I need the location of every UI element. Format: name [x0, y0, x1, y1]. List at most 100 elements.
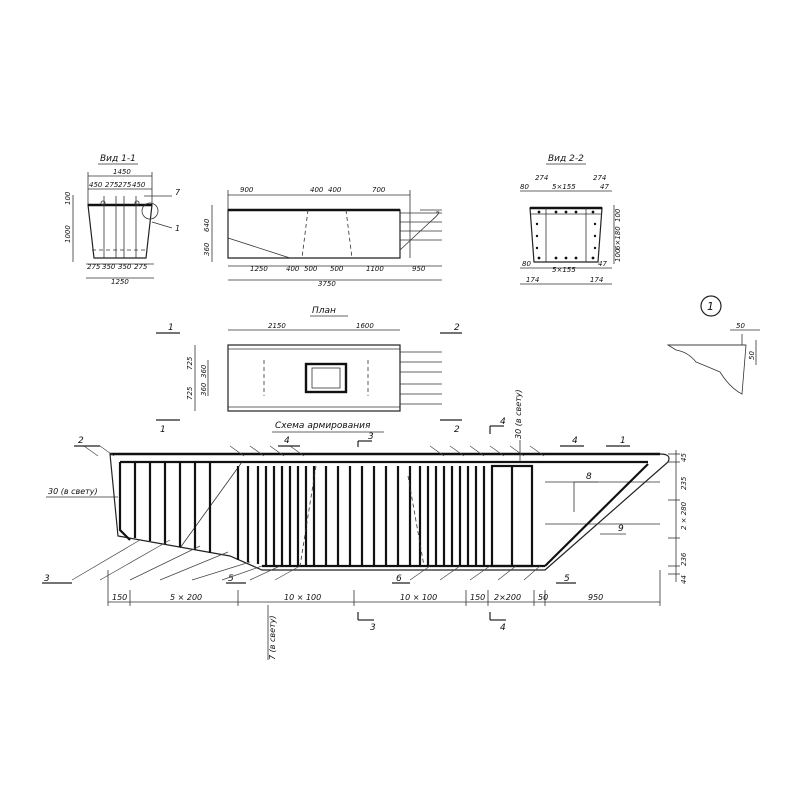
plan-dim-left-a: 725: [186, 356, 194, 370]
v2-dim-top-d: 5×155: [552, 183, 576, 191]
v2-dim-top-e: 47: [600, 183, 609, 191]
scheme-mark-5b: 5: [564, 574, 570, 584]
v1-mark-7: 7: [175, 188, 181, 197]
scheme-sec4-top: 4: [500, 417, 506, 427]
scheme-mark-3: 3: [44, 574, 50, 584]
scheme-dim-bot-a: 150: [112, 593, 127, 602]
scheme-dim-right-a: 45: [680, 453, 688, 462]
side-dim-top-a: 900: [240, 186, 254, 194]
view1-title: Вид 1-1: [100, 154, 136, 164]
stirrups-zone-a: [133, 462, 212, 553]
side-dim-left-a: 640: [203, 218, 211, 232]
v2-dim-bot-a: 80: [522, 260, 531, 268]
v2-dim-bot-b: 5×155: [552, 266, 576, 274]
plan-view: План 2150 1600 1 1 2 2 725 725 360 360: [156, 306, 462, 435]
plan-sec1-bot: 1: [160, 425, 166, 435]
v1-dim-bot-c: 350: [118, 263, 132, 271]
v2-dim-right-b: 6×180: [614, 226, 622, 250]
stirrups-zone-d: [418, 466, 486, 566]
scheme-dim-bot-d: 10 × 100: [400, 593, 437, 602]
scheme-mark-8: 8: [586, 472, 592, 482]
view-1-1: Вид 1-1 1450 450 275 275 450 100 1000 27…: [64, 154, 181, 286]
v1-dim-top-total: 1450: [113, 168, 131, 176]
side-dim-bot-e: 1100: [366, 265, 384, 273]
v1-dim-top-a: 450: [89, 181, 103, 189]
scheme-dim-bot-b: 5 × 200: [170, 593, 202, 602]
scheme-dim-bot-e: 150: [470, 593, 485, 602]
v1-dim-bot-total: 1250: [111, 278, 129, 286]
hatch-leaders: [71, 445, 545, 581]
v2-dim-top-a: 274: [535, 174, 548, 182]
v2-dim-top-b: 274: [593, 174, 606, 182]
v1-dim-left-a: 100: [64, 191, 72, 205]
plan-dim-top-b: 1600: [356, 322, 374, 330]
node-dim-a: 50: [736, 322, 745, 330]
scheme-clear-left: 30 (в свету): [48, 487, 98, 496]
plan-dim-top-a: 2150: [268, 322, 286, 330]
side-dim-bot-d: 500: [330, 265, 344, 273]
scheme-mark-4b: 4: [572, 436, 578, 446]
plan-sec2-bot: 2: [454, 425, 460, 435]
view-2-2: Вид 2-2 274 274 80 5×155 47 100 6×180 10…: [520, 154, 622, 285]
plan-dim-inner-b: 360: [200, 382, 208, 396]
v2-dim-bot-c: 47: [598, 260, 607, 268]
v1-dim-top-b: 275: [105, 181, 119, 189]
side-dim-bot-f: 950: [412, 265, 426, 273]
side-dim-total: 3750: [318, 280, 336, 288]
side-view: 900 400 400 700 640 360 1250 400 500 500…: [203, 186, 442, 288]
side-dim-bot-a: 1250: [250, 265, 268, 273]
side-dim-bot-b: 400: [286, 265, 300, 273]
side-dim-left-b: 360: [203, 242, 211, 256]
stirrups-zone-b: [236, 466, 316, 566]
v1-dim-left-b: 1000: [64, 225, 72, 243]
node-marker: [700, 295, 722, 317]
scheme-clear-top: 30 (в свету): [514, 389, 523, 439]
stirrups-zone-e: [490, 464, 534, 568]
node-1-detail: 1 50 50: [666, 295, 760, 395]
scheme-mark-5a: 5: [228, 574, 234, 584]
plan-title: План: [312, 306, 336, 316]
v1-dim-bot-b: 350: [102, 263, 116, 271]
scheme-dim-right-c: 2 × 280: [680, 501, 688, 530]
plan-dim-left-b: 725: [186, 386, 194, 400]
scheme-dim-bot-g: 50: [538, 593, 548, 602]
node-mark: 1: [707, 300, 714, 313]
plan-dim-inner-a: 360: [200, 364, 208, 378]
v1-mark-1: 1: [175, 224, 180, 233]
v1-dim-bot-d: 275: [134, 263, 148, 271]
scheme-dim-right-d: 236: [680, 552, 688, 566]
view2-title: Вид 2-2: [548, 154, 584, 164]
scheme-dim-bot-f: 2×200: [494, 593, 521, 602]
scheme-dim-right-e: 44: [680, 575, 688, 584]
scheme-mark-6: 6: [396, 574, 402, 584]
scheme-sec3-bot: 3: [370, 623, 376, 633]
stirrups-zone-c: [324, 466, 412, 566]
v1-dim-top-d: 450: [132, 181, 146, 189]
v1-dim-top-c: 275: [118, 181, 132, 189]
plan-sec2-top: 2: [454, 323, 460, 333]
v2-dim-top-c: 80: [520, 183, 529, 191]
scheme-dim-bot-c: 10 × 100: [284, 593, 321, 602]
scheme-dim-right-b: 235: [680, 476, 688, 490]
side-dim-top-d: 700: [372, 186, 386, 194]
scheme-title: Схема армирования: [275, 421, 371, 431]
scheme-clear-bot: 7 (в свету): [268, 615, 277, 660]
node-dim-b: 50: [748, 351, 756, 360]
plan-sec1-top: 1: [168, 323, 174, 333]
scheme-dim-bot-h: 950: [588, 593, 603, 602]
scheme-sec4-bot: 4: [500, 623, 506, 633]
scheme-mark-9: 9: [618, 524, 624, 534]
side-dim-bot-c: 500: [304, 265, 318, 273]
scheme-mark-2: 2: [78, 436, 84, 446]
v2-dim-right-c: 100: [614, 248, 622, 262]
side-dim-top-c: 400: [328, 186, 342, 194]
reinforcement-scheme: Схема армирования 3 4: [42, 389, 688, 660]
side-dim-top-b: 400: [310, 186, 324, 194]
v2-dim-bot-d: 174: [526, 276, 539, 284]
v2-dim-right-a: 100: [614, 208, 622, 222]
v2-dim-bot-e: 174: [590, 276, 603, 284]
scheme-sec3-top: 3: [368, 432, 374, 442]
v1-dim-bot-a: 275: [87, 263, 101, 271]
scheme-mark-1: 1: [620, 436, 626, 446]
